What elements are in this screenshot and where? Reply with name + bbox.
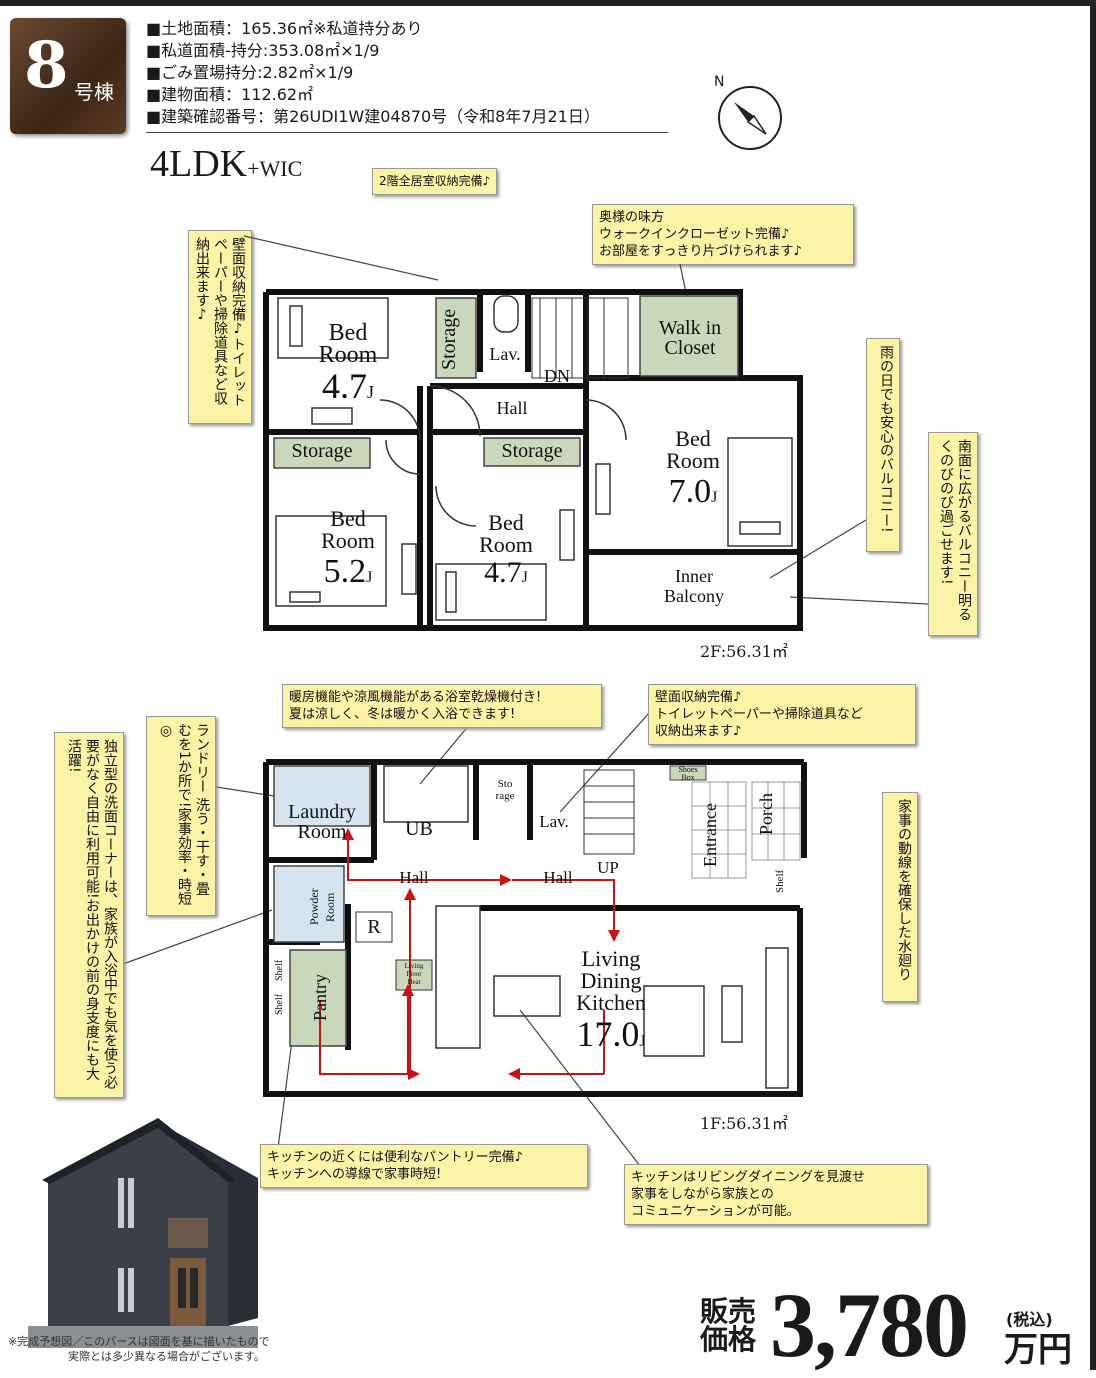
note-laundry: ランドリー 洗う・干す・畳むを1か所で!家事効率・時短◎ xyxy=(146,716,216,916)
inner-balcony-label: Inner Balcony xyxy=(664,566,724,606)
price-value: 3,780 xyxy=(770,1274,969,1376)
hall-2f-label: Hall xyxy=(496,398,528,418)
land-area: ■土地面積：165.36㎡※私道持分あり xyxy=(146,19,423,38)
building-area: ■建物面積：112.62㎡ xyxy=(146,85,314,104)
note-wic: 奥様の味方 ウォークインクローゼット完備♪ お部屋をすっきり片づけられます♪ xyxy=(592,204,854,265)
plan-type-main: 4LDK xyxy=(150,143,248,185)
bed-room-4-label: Bed Room 7.0J xyxy=(666,426,720,511)
plan-type: 4LDK+WIC xyxy=(150,142,302,186)
dn-label: DN xyxy=(544,366,570,386)
plan-type-sub: +WIC xyxy=(247,156,303,181)
floor-heat-label: Living Floor Heat xyxy=(404,962,424,986)
floor2-area: 2F:56.31㎡ xyxy=(700,642,788,661)
note-water: 家事の動線を確保した水廻り xyxy=(882,792,918,1002)
up-label: UP xyxy=(597,858,619,877)
unit-badge: 8 号棟 xyxy=(10,18,126,134)
lav-1f-label: Lav. xyxy=(539,812,569,831)
storage-2f-a: Storage xyxy=(291,440,353,462)
pantry-label: Pantry xyxy=(310,974,330,1022)
porch-label: Porch xyxy=(756,793,776,835)
lav-2f-label: Lav. xyxy=(489,344,521,364)
unit-number: 8 xyxy=(24,28,69,103)
refrigerator-label: R xyxy=(367,916,381,938)
property-info: ■土地面積：165.36㎡※私道持分あり ■私道面積-持分:353.08㎡×1/… xyxy=(146,18,600,128)
note-kitchen: キッチンはリビングダイニングを見渡せ 家事をしながら家族との コミュニケーション… xyxy=(624,1164,928,1225)
powder-room-label: Powder Room xyxy=(307,888,337,926)
note-pantry: キッチンの近くには便利なパントリー完備♪ キッチンへの導線で家事時短! xyxy=(260,1144,588,1188)
hall-1f-a-label: Hall xyxy=(399,868,429,887)
wic-label: Walk in Closet xyxy=(658,317,722,359)
price-label: 販売 価格 xyxy=(700,1295,757,1356)
disclaimer: ※完成予想図／このパースは図面を基に描いたもので 実際とは多少異なる場合がござい… xyxy=(8,1335,270,1363)
bed-room-2-label: Bed Room 5.2J xyxy=(321,506,375,591)
note-wall-storage-1f: 壁面収納完備♪ トイレットペーパーや掃除道具など 収納出来ます♪ xyxy=(648,684,916,745)
price-unit: 万円 xyxy=(1004,1330,1072,1370)
price-tax-note: (税込) xyxy=(1006,1310,1053,1329)
laundry-room-label: Laundry Room xyxy=(288,801,356,843)
shelf-pantry-a: Shelf xyxy=(274,959,285,981)
hall-1f-b-label: Hall xyxy=(543,868,573,887)
note-wic-line1: 奥様の味方 xyxy=(599,210,665,225)
ub-label: UB xyxy=(405,818,433,840)
note-balcony-rain: 雨の日でも安心のバルコニー! xyxy=(866,338,900,552)
shelf-entrance-label: Shelf xyxy=(774,869,786,893)
floor1-area: 1F:56.31㎡ xyxy=(700,1114,788,1133)
note-wic-line2: ウォークインクローゼット完備♪ xyxy=(599,227,790,242)
note-washroom: 独立型の洗面コーナーは、家族が入浴中でも気を使う必要がなく自由に利用可能!お出か… xyxy=(54,732,124,1098)
info-divider xyxy=(146,132,668,133)
storage-2f-vertical: Storage xyxy=(438,308,460,370)
unit-suffix: 号棟 xyxy=(74,80,114,104)
shoes-box-label: Shoes Box xyxy=(678,765,698,782)
ldk-label: Living Dining Kitchen 17.0J xyxy=(576,946,646,1055)
entrance-label: Entrance xyxy=(700,803,720,867)
note-wall-storage-2f: 壁面収納完備♪トイレットペーパーや掃除道具など収納出来ます♪ xyxy=(188,230,252,424)
permit-number: ■建築確認番号：第26UDI1W建04870号（令和8年7月21日） xyxy=(146,107,600,126)
note-balcony-south: 南面に広がるバルコニー明るくのびのび過ごせます! xyxy=(928,432,978,636)
garbage-area: ■ごみ置場持分:2.82㎡×1/9 xyxy=(146,63,354,82)
storage-1f-label: Sto rage xyxy=(495,778,515,802)
right-border xyxy=(1090,0,1096,1370)
compass-icon: N xyxy=(714,74,782,150)
private-road-area: ■私道面積-持分:353.08㎡×1/9 xyxy=(146,41,380,60)
bed-room-3-label: Bed Room 4.7J xyxy=(479,510,533,590)
shelf-pantry-b: Shelf xyxy=(274,993,285,1015)
note-wic-line3: お部屋をすっきり片づけられます♪ xyxy=(599,244,802,259)
top-border xyxy=(0,0,1096,6)
house-exterior-illustration xyxy=(28,1118,258,1348)
note-bath: 暖房機能や涼風機能がある浴室乾燥機付き! 夏は涼しく、冬は暖かく入浴できます! xyxy=(282,684,602,728)
note-2f-storage: 2階全居室収納完備♪ xyxy=(372,168,498,195)
compass-north-label: N xyxy=(714,74,725,90)
compass-needle-icon xyxy=(734,102,767,135)
storage-2f-b: Storage xyxy=(501,440,563,462)
bed-room-1-label: Bed Room 4.7J xyxy=(318,320,378,406)
